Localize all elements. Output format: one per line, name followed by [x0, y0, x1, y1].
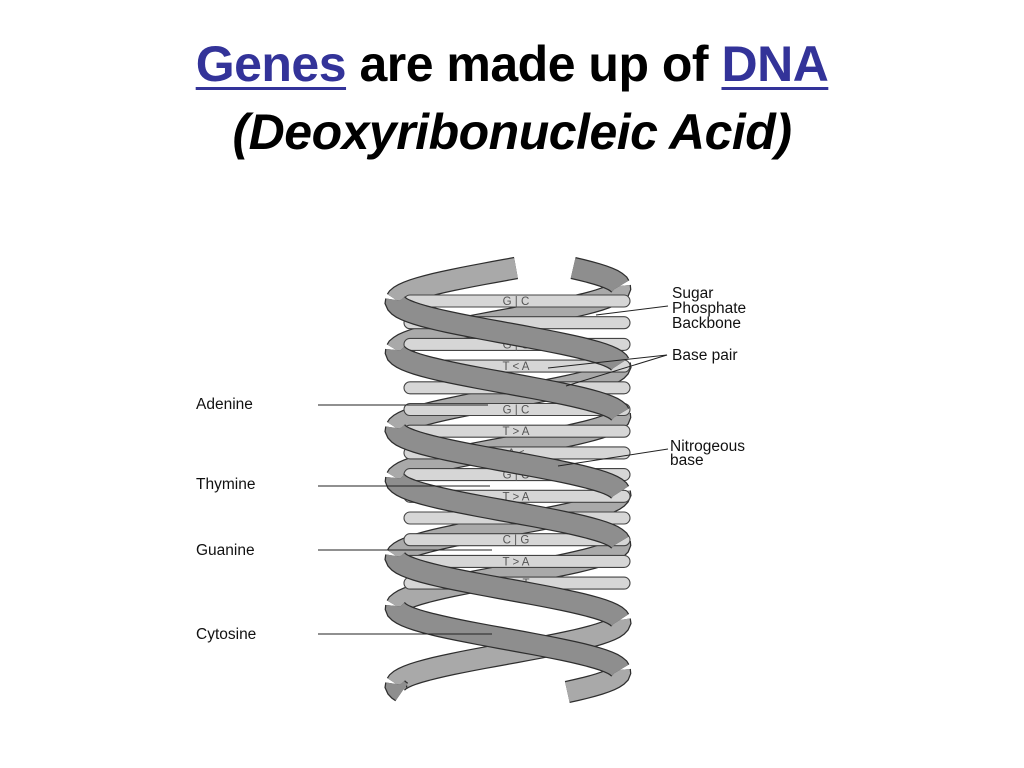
nitrogenous-leader-line [557, 448, 669, 467]
cytosine-label: Cytosine [196, 626, 256, 643]
title-subtitle: (Deoxyribonucleic Acid) [232, 104, 792, 160]
strand-a-ribbon [385, 474, 629, 548]
nitrogenous-label-line1: Nitrogeous [670, 438, 745, 455]
strand-b-ribbon [385, 297, 629, 370]
sugar-label-line1: Sugar [672, 285, 713, 302]
base-pair-letters: C | G [503, 535, 530, 547]
nitrogenous-label-line2: base [670, 452, 704, 469]
strand-b-ribbon [385, 553, 629, 626]
base-pair-rung: C | G [403, 533, 631, 547]
base-pair-letters: G | C [503, 405, 530, 417]
label-leader-lines [318, 305, 669, 635]
genes-link[interactable]: Genes [195, 36, 347, 92]
strand-b-ribbon [385, 425, 629, 498]
guanine-label: Guanine [196, 542, 255, 559]
sugar-label-line2: Phosphate [672, 300, 746, 317]
strand-b-ribbon [385, 681, 408, 701]
strand-a-ribbon [570, 258, 629, 292]
strand-a-ribbon [565, 666, 631, 702]
adenine-label: Adenine [196, 396, 253, 413]
rung-bar [403, 533, 631, 547]
base-pair-leader-line-2 [565, 354, 668, 387]
back-strand-layer [386, 256, 519, 307]
base-pair-letters: T > A [503, 556, 530, 568]
base-pair-leader-line-1 [547, 354, 668, 369]
base-pair-label: Base pair [672, 347, 737, 364]
base-pair-letters: G | C [503, 296, 530, 308]
strand-a-ribbon [385, 602, 629, 676]
base-pair-letters: T < A [503, 361, 530, 373]
strand-a-ribbon [385, 346, 629, 420]
thymine-label: Thymine [196, 476, 255, 493]
sugar-leader-line [595, 305, 669, 316]
title-middle-text: are made up of [346, 36, 722, 92]
sugar-phosphate-strands [384, 257, 630, 702]
base-pair-letters: T > A [503, 426, 530, 438]
dna-link[interactable]: DNA [721, 36, 829, 92]
back-strand-layer [564, 666, 632, 703]
strand-b-ribbon [387, 258, 518, 306]
strand-a-ribbon [387, 538, 631, 612]
base-pair-rung: G | C [403, 294, 631, 308]
slide-title: Genes are made up of DNA (Deoxyribonucle… [0, 30, 1024, 166]
sugar-label-line3: Backbone [672, 315, 741, 332]
back-strand-layer [386, 538, 632, 613]
